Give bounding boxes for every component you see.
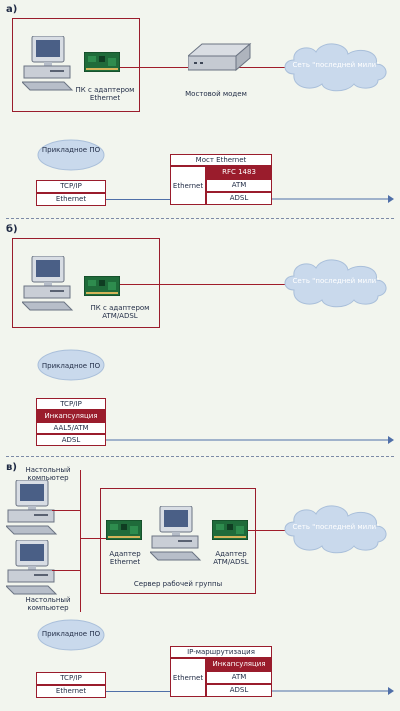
cloud-label-b: Сеть "последней мили" xyxy=(292,277,380,285)
router-atm: ATM xyxy=(206,671,272,684)
pc-label-b: ПК с адаптером ATM/ADSL xyxy=(90,304,150,320)
blue-arrow-b xyxy=(106,436,394,444)
app-label-c: Прикладное ПО xyxy=(41,630,101,638)
desktop-label-2: Настольный компьютер xyxy=(25,596,71,612)
pc-box-a xyxy=(12,18,140,112)
adapter-board-icon-a xyxy=(84,52,120,72)
router-left-ethernet: Ethernet xyxy=(170,658,206,697)
section-a-letter: а) xyxy=(6,4,18,15)
blue-link-c1 xyxy=(106,691,170,692)
blue-link-a1 xyxy=(106,199,170,200)
section-c-letter: в) xyxy=(6,462,17,473)
lan-line-server xyxy=(80,538,110,539)
link-line-b xyxy=(120,284,290,285)
app-label-b: Прикладное ПО xyxy=(41,362,101,370)
app-ellipse-b xyxy=(37,349,105,381)
app-ellipse-a xyxy=(37,139,105,171)
server-pc-icon xyxy=(150,506,201,561)
adapter-atm-adsl-icon xyxy=(212,520,248,540)
desktop-pc-icon-2 xyxy=(6,540,57,595)
stack-a-tcpip: TCP/IP xyxy=(36,180,106,193)
adapter-board-icon-b xyxy=(84,276,120,296)
blue-arrow-a xyxy=(272,195,394,203)
desktop-label-1: Настольный компьютер xyxy=(25,466,71,482)
stack-b-tcpip: TCP/IP xyxy=(36,398,106,410)
blue-arrow-c xyxy=(272,687,394,695)
bridge-rfc1483: RFC 1483 xyxy=(206,166,272,179)
stack-b-encapsulation: Инкапсуляция xyxy=(36,410,106,422)
stack-b-aal5-atm: AAL5/ATM xyxy=(36,422,106,434)
stack-b-adsl: ADSL xyxy=(36,434,106,446)
stack-c-tcpip: TCP/IP xyxy=(36,672,106,685)
desktop-pc-icon-1 xyxy=(6,480,57,535)
lan-line-pc1 xyxy=(52,510,80,511)
separator-1 xyxy=(6,218,394,219)
modem-label: Мостовой модем xyxy=(185,90,247,98)
bridge-adsl: ADSL xyxy=(206,192,272,205)
adapter-ethernet-label: Адаптер Ethernet xyxy=(109,550,141,566)
cloud-label-a: Сеть "последней мили" xyxy=(292,61,380,69)
bridge-title: Мост Ethernet xyxy=(170,154,272,166)
cloud-label-c: Сеть "последней мили" xyxy=(292,523,380,531)
adapter-ethernet-icon xyxy=(106,520,142,540)
pc-box-b xyxy=(12,238,160,328)
lan-line-pc2 xyxy=(52,570,80,571)
server-box xyxy=(100,488,256,594)
app-ellipse-c xyxy=(37,619,105,651)
separator-2 xyxy=(6,456,394,457)
lan-bus-line xyxy=(80,470,81,612)
stack-c-ethernet: Ethernet xyxy=(36,685,106,698)
pc-label-a: ПК с адаптером Ethernet xyxy=(75,86,135,102)
link-line-c xyxy=(248,530,290,531)
router-adsl: ADSL xyxy=(206,684,272,697)
bridge-left-ethernet: Ethernet xyxy=(170,166,206,205)
section-b-letter: б) xyxy=(6,224,18,235)
router-encapsulation: Инкапсуляция xyxy=(206,658,272,671)
server-label: Сервер рабочей группы xyxy=(133,580,223,588)
bridge-atm: ATM xyxy=(206,179,272,192)
bridge-modem-icon xyxy=(188,43,251,71)
app-label-a: Прикладное ПО xyxy=(41,146,101,154)
pc-icon-b xyxy=(22,256,73,311)
adapter-atm-adsl-label: Адаптер ATM/ADSL xyxy=(213,550,249,566)
stack-a-ethernet: Ethernet xyxy=(36,193,106,206)
router-title: IP-маршрутизация xyxy=(170,646,272,658)
